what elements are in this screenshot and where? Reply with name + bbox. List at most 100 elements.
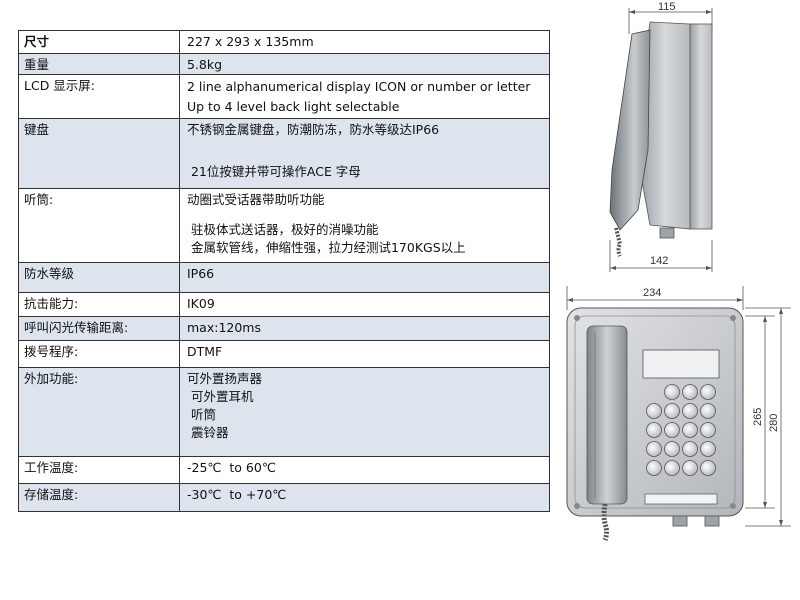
spec-value: 动圈式受话器带助听功能 驻极体式送话器，极好的消噪功能 金属软管线，伸缩性强，拉… <box>180 189 549 262</box>
front-cable-gland <box>672 515 688 527</box>
spec-value-line: 227 x 293 x 135mm <box>187 34 314 49</box>
spec-value-line: max:120ms <box>187 320 261 335</box>
spec-label: 呼叫闪光传输距离: <box>19 317 180 340</box>
spec-value-line: -30℃ to +70℃ <box>187 487 287 502</box>
keypad-key <box>664 441 680 457</box>
dim-label-234: 234 <box>643 287 661 299</box>
spec-label: 听筒: <box>19 189 180 262</box>
spec-value: -30℃ to +70℃ <box>180 484 549 511</box>
keypad-key <box>700 403 716 419</box>
spec-row-storage-temp: 存储温度: -30℃ to +70℃ <box>19 484 549 511</box>
side-cable <box>614 227 623 257</box>
front-handset <box>586 325 628 505</box>
spec-label: LCD 显示屏: <box>19 75 180 118</box>
spec-value-line: 金属软管线，伸缩性强，拉力经测试170KGS以上 <box>187 240 466 255</box>
keypad-key <box>664 422 680 438</box>
spec-value: IK09 <box>180 293 549 316</box>
spec-value-line: DTMF <box>187 344 223 359</box>
spec-row-ip: 防水等级 IP66 <box>19 263 549 293</box>
front-cable-gland <box>704 515 720 527</box>
spec-row-dial: 拨号程序: DTMF <box>19 341 549 368</box>
screw-icon <box>574 503 580 509</box>
keypad-key <box>646 403 662 419</box>
spec-value: 不锈钢金属键盘，防潮防冻，防水等级达IP66 21位按键并带可操作ACE 字母 <box>180 119 549 188</box>
spec-value-line: Up to 4 level back light selectable <box>187 99 400 114</box>
keypad-key <box>646 460 662 476</box>
spec-table: 尺寸 227 x 293 x 135mm 重量 5.8kg LCD 显示屏: 2… <box>18 30 550 512</box>
spec-value: 可外置扬声器 可外置耳机 听筒 震铃器 <box>180 368 549 456</box>
screw-icon <box>730 315 736 321</box>
spec-value-line: 21位按键并带可操作ACE 字母 <box>187 164 361 179</box>
keypad-key <box>646 422 662 438</box>
spec-row-extras: 外加功能: 可外置扬声器 可外置耳机 听筒 震铃器 <box>19 368 549 457</box>
spec-value: 5.8kg <box>180 54 549 74</box>
spec-row-keypad: 键盘 不锈钢金属键盘，防潮防冻，防水等级达IP66 21位按键并带可操作ACE … <box>19 119 549 189</box>
dim-label-280: 280 <box>768 414 780 432</box>
spec-value: -25℃ to 60℃ <box>180 457 549 483</box>
spec-row-weight: 重量 5.8kg <box>19 54 549 75</box>
spec-value-line: 动圈式受话器带助听功能 <box>187 192 325 207</box>
keypad-key <box>682 422 698 438</box>
keypad-key <box>682 441 698 457</box>
spec-value: DTMF <box>180 341 549 367</box>
spec-value-line <box>187 209 544 221</box>
spec-value-line: 震铃器 <box>187 425 229 440</box>
front-cable <box>601 503 609 541</box>
spec-label: 工作温度: <box>19 457 180 483</box>
dim-label-115: 115 <box>658 1 676 13</box>
keypad-key <box>700 384 716 400</box>
spec-label: 抗击能力: <box>19 293 180 316</box>
spec-value-line: 不锈钢金属键盘，防潮防冻，防水等级达IP66 <box>187 122 440 137</box>
label-plate <box>644 493 718 505</box>
spec-label: 存储温度: <box>19 484 180 511</box>
keypad-key <box>664 460 680 476</box>
spec-value-line: 听筒 <box>187 407 216 422</box>
spec-row-handset: 听筒: 动圈式受话器带助听功能 驻极体式送话器，极好的消噪功能 金属软管线，伸缩… <box>19 189 549 263</box>
spec-value: max:120ms <box>180 317 549 340</box>
front-top-dimension: 234 <box>566 286 744 310</box>
side-view-drawing: 115 142 <box>609 1 713 272</box>
side-top-dimension: 115 <box>628 1 713 34</box>
keypad-key <box>664 403 680 419</box>
spec-label: 外加功能: <box>19 368 180 456</box>
spec-label: 键盘 <box>19 119 180 188</box>
spec-row-flash: 呼叫闪光传输距离: max:120ms <box>19 317 549 341</box>
front-height-dimensions: 265 280 <box>745 307 791 527</box>
keypad-key <box>682 460 698 476</box>
spec-value-line: 可外置耳机 <box>187 389 254 404</box>
spec-value: 2 line alphanumerical display ICON or nu… <box>180 75 549 118</box>
spec-row-op-temp: 工作温度: -25℃ to 60℃ <box>19 457 549 484</box>
dim-label-265: 265 <box>752 408 764 426</box>
keypad-key <box>700 460 716 476</box>
keypad-key <box>700 422 716 438</box>
keypad <box>646 384 716 476</box>
spec-value: 227 x 293 x 135mm <box>180 31 549 53</box>
spec-value-line: 可外置扬声器 <box>187 371 263 386</box>
spec-row-size: 尺寸 227 x 293 x 135mm <box>19 31 549 54</box>
side-cable-gland <box>659 227 675 239</box>
lcd-display <box>642 349 720 379</box>
spec-value: IP66 <box>180 263 549 292</box>
spec-value-line: IK09 <box>187 296 215 311</box>
screw-icon <box>730 503 736 509</box>
side-back-plate <box>689 23 713 230</box>
spec-value-line: -25℃ to 60℃ <box>187 460 276 475</box>
dim-label-142: 142 <box>650 255 668 267</box>
keypad-key <box>646 441 662 457</box>
spec-label: 拨号程序: <box>19 341 180 367</box>
keypad-key <box>700 441 716 457</box>
spec-label: 防水等级 <box>19 263 180 292</box>
spec-label: 重量 <box>19 54 180 74</box>
screw-icon <box>574 315 580 321</box>
spec-value-line: 5.8kg <box>187 57 223 72</box>
spec-value-line: IP66 <box>187 266 215 281</box>
spec-value-line <box>187 139 544 163</box>
spec-row-impact: 抗击能力: IK09 <box>19 293 549 317</box>
keypad-key <box>682 384 698 400</box>
spec-value-line: 驻极体式送话器，极好的消噪功能 <box>187 222 379 237</box>
side-base-dimension: 142 <box>609 240 713 272</box>
spec-value-line: 2 line alphanumerical display ICON or nu… <box>187 79 531 94</box>
keypad-key <box>664 384 680 400</box>
keypad-key <box>682 403 698 419</box>
spec-label: 尺寸 <box>19 31 180 53</box>
